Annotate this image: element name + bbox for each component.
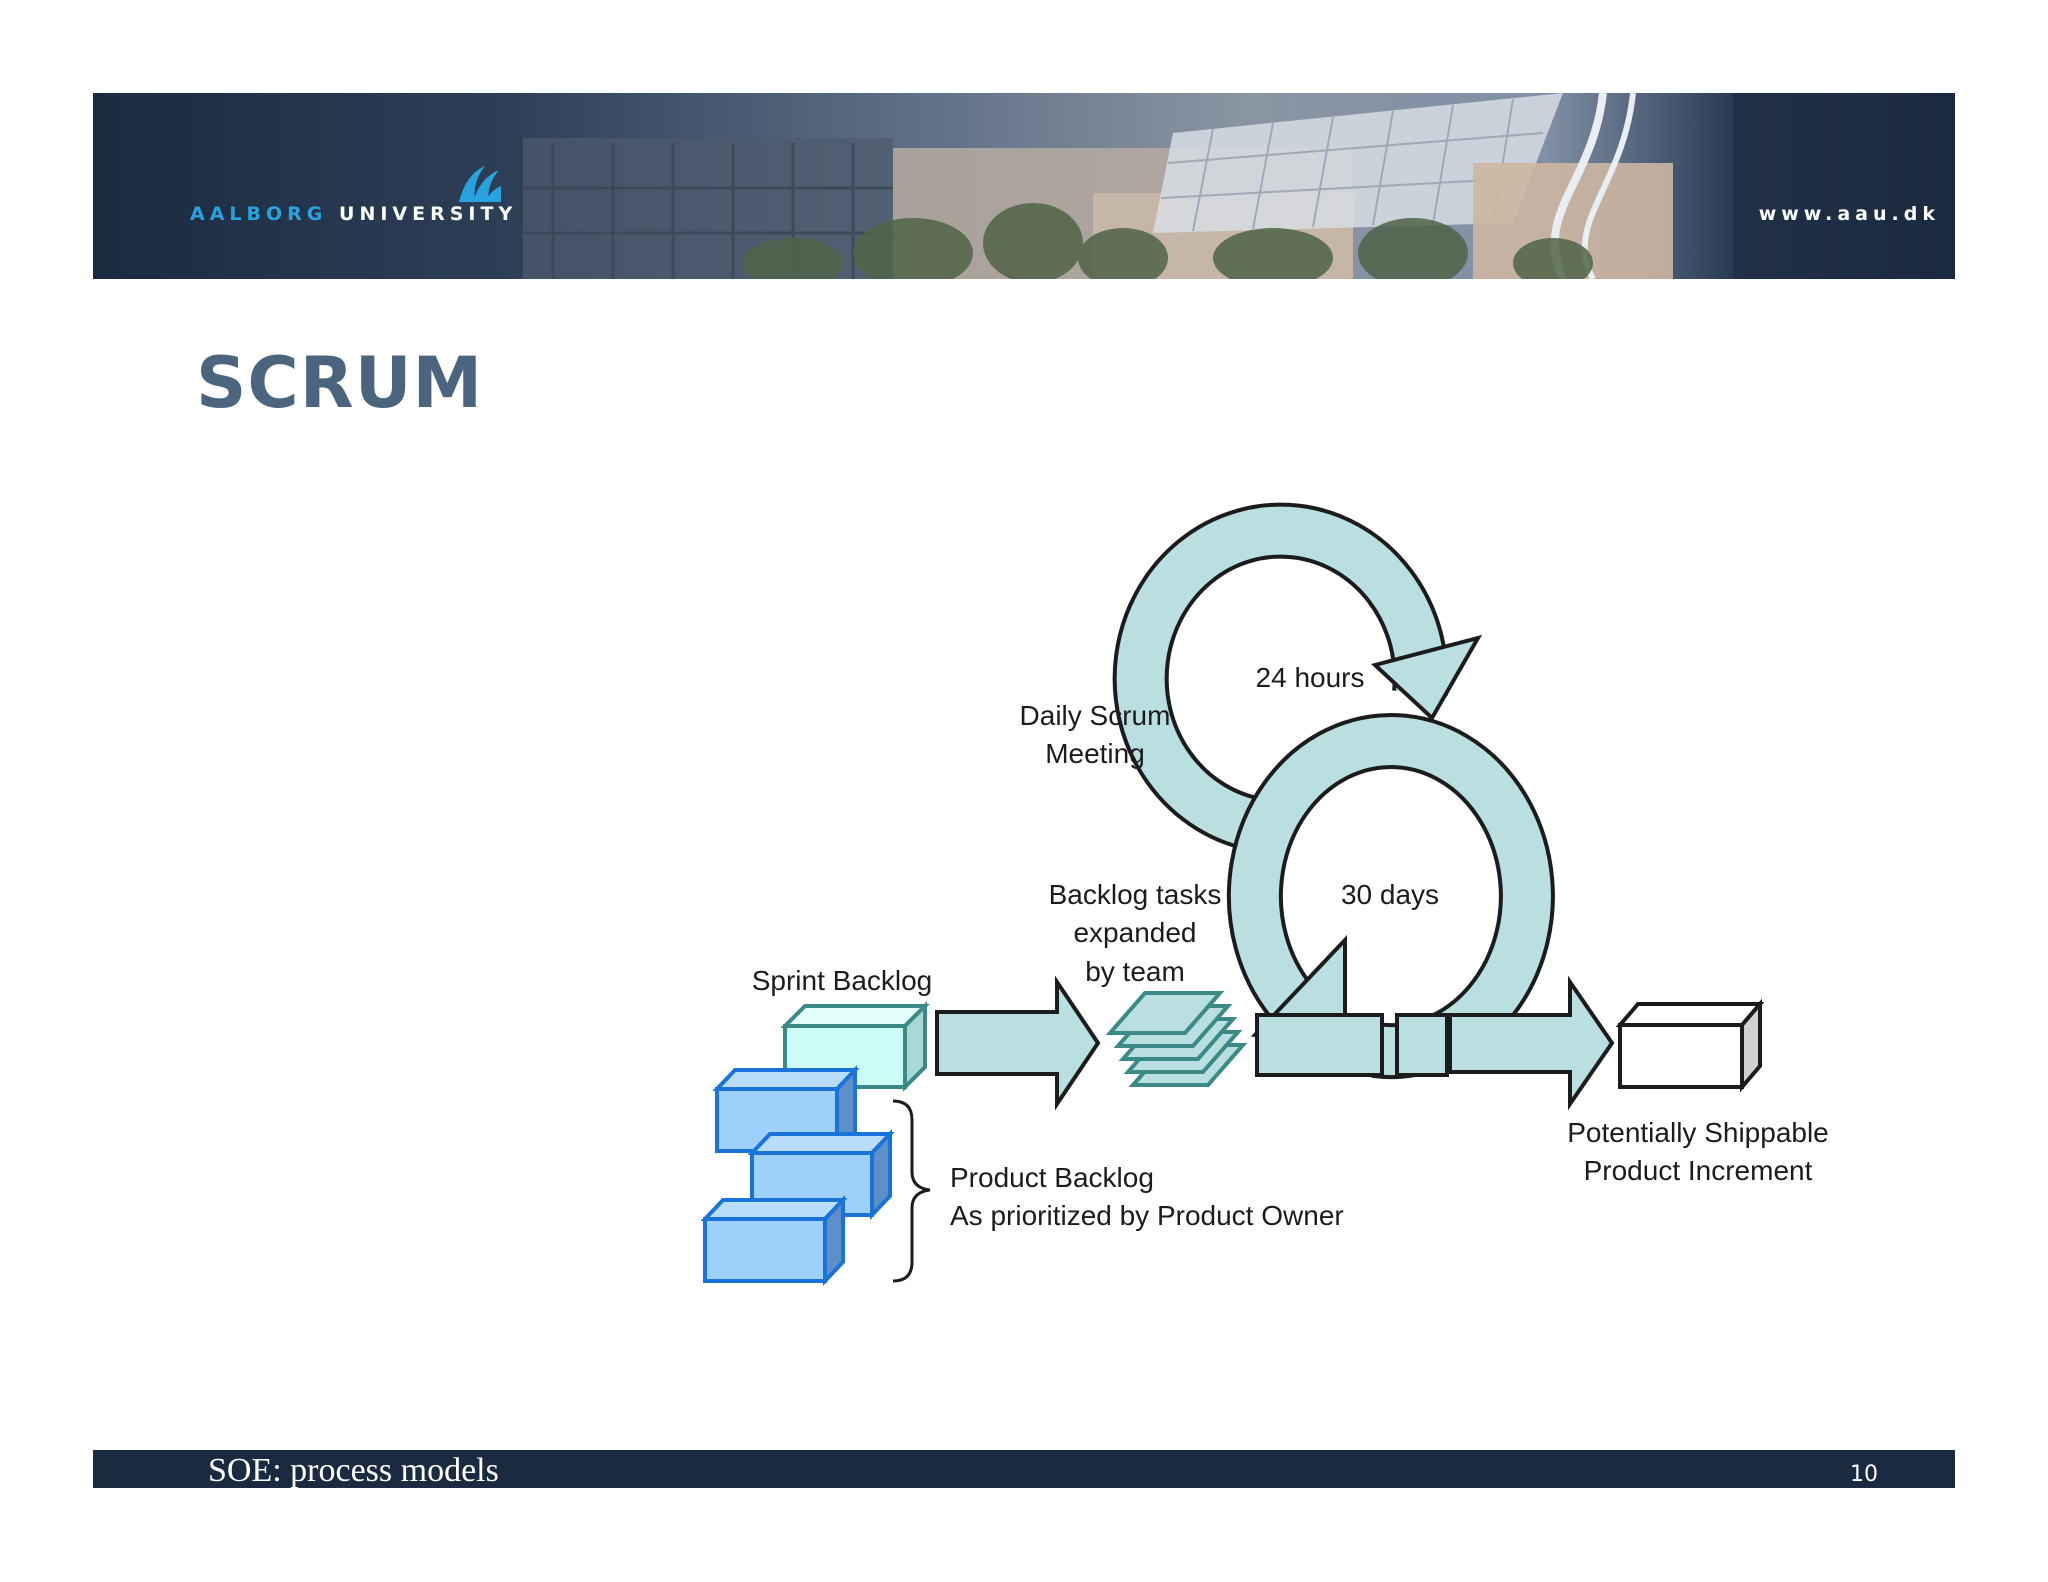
sprint-backlog-label: Sprint Backlog [752,965,933,996]
logo-university: UNIVERSITY [339,203,518,225]
page-number: 10 [1850,1462,1878,1487]
product-increment-box-icon [1615,998,1765,1093]
sprint-to-tasks-arrow [935,975,1101,1111]
backlog-tasks-stack-icon [1105,991,1248,1087]
aau-logo-icon [459,166,501,202]
logo-aalborg: AALBORG [190,203,328,225]
product-backlog-label-line2: As prioritized by Product Owner [950,1200,1344,1231]
cycle-30-days-label: 30 days [1341,879,1439,910]
daily-scrum-label-line1: Daily Scrum [1020,700,1171,731]
sprint-cycle-arrow [1226,713,1555,1080]
university-logo-text[interactable]: AALBORG UNIVERSITY [190,203,517,225]
sprint-backlog-box-icon [780,1001,930,1092]
backlog-tasks-label-line3: by team [1085,956,1185,987]
slide-title: SCRUM [196,342,484,424]
product-backlog-blocks-icon [700,1064,895,1287]
website-link[interactable]: www.aau.dk [1758,203,1940,225]
daily-cycle-arrow [1112,502,1483,853]
header-banner [93,93,1955,279]
footer-text: SOE: process models [208,1452,499,1489]
increment-label-line2: Product Increment [1584,1155,1813,1186]
product-backlog-label-line1: Product Backlog [950,1162,1154,1193]
product-backlog-brace [892,1099,931,1283]
campus-photo [93,93,1955,279]
cycle-24-hours-label: 24 hours [1256,662,1365,693]
daily-scrum-label-line2: Meeting [1045,738,1145,769]
backlog-tasks-label-line1: Backlog tasks [1049,879,1222,910]
increment-label-line1: Potentially Shippable [1567,1117,1829,1148]
footer-bar [93,1450,1955,1488]
increment-arrow [1448,975,1615,1111]
backlog-tasks-label-line2: expanded [1073,917,1196,948]
